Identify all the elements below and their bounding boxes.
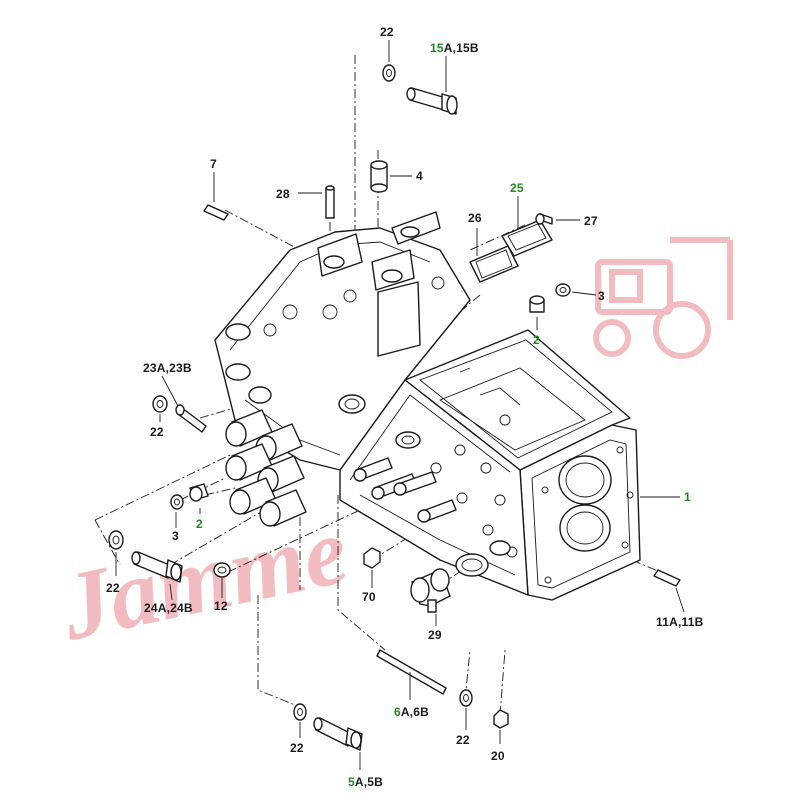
watermark-text: Jamme	[51, 496, 356, 661]
callout-labels: 22 15A,15B 7 4 28 25 26 27 3 2 23A,23B 2…	[106, 25, 704, 789]
callout-1: 1	[684, 490, 691, 504]
bolt-23	[175, 404, 207, 433]
seal-3-right	[555, 283, 571, 297]
washer-bottom-2	[459, 689, 473, 707]
callout-11: 11A,11B	[656, 615, 704, 629]
long-stud-6	[376, 649, 447, 695]
callout-22-left: 22	[150, 425, 164, 439]
gasket-26	[469, 245, 519, 283]
callout-2-right: 2	[533, 333, 540, 347]
dowel-2-left	[189, 483, 209, 502]
cover-plate-25	[501, 219, 553, 257]
callout-12: 12	[214, 599, 228, 613]
callout-28: 28	[276, 187, 290, 201]
callout-3-right: 3	[598, 289, 605, 303]
callout-5: 5A,5B	[348, 775, 383, 789]
nut-70	[363, 547, 381, 569]
callout-22-b2: 22	[456, 733, 470, 747]
washer-bottom-1	[293, 703, 307, 721]
bolt-24	[131, 551, 183, 583]
screw-27	[535, 213, 553, 225]
callout-27: 27	[584, 214, 598, 228]
callout-22-b1: 22	[290, 741, 304, 755]
bolt-15	[406, 87, 458, 115]
pin-7	[203, 204, 229, 221]
bushing-cluster	[225, 409, 307, 527]
nut-20	[493, 709, 509, 729]
callout-20: 20	[491, 749, 505, 763]
tractor-logo-icon	[593, 237, 733, 359]
callout-23: 23A,23B	[143, 361, 192, 375]
gearbox-housing	[214, 211, 641, 601]
washer-left	[152, 395, 168, 413]
callout-22-lower: 22	[106, 581, 120, 595]
leader-lines	[115, 40, 685, 770]
side-studs	[353, 457, 457, 523]
stud-28	[325, 185, 335, 219]
callout-4: 4	[416, 169, 423, 183]
plug-12	[213, 562, 231, 578]
seal-3-left	[170, 494, 184, 510]
washer-top	[382, 64, 396, 82]
callout-15: 15A,15B	[430, 41, 479, 55]
washer-lower	[108, 530, 124, 550]
sleeve-4	[370, 160, 388, 193]
callout-7: 7	[210, 157, 217, 171]
callout-24: 24A,24B	[144, 601, 193, 615]
callout-26: 26	[468, 211, 482, 225]
dowel-2-right	[529, 295, 545, 313]
callout-70: 70	[362, 590, 376, 604]
bolt-5	[313, 717, 363, 751]
callout-3-left: 3	[172, 529, 179, 543]
callout-2-left: 2	[196, 517, 203, 531]
callout-29: 29	[428, 628, 442, 642]
pin-11	[653, 569, 681, 587]
callout-25: 25	[510, 181, 524, 195]
callout-22-top: 22	[380, 25, 394, 39]
coupling-29	[410, 568, 451, 613]
callout-6: 6A,6B	[394, 705, 429, 719]
